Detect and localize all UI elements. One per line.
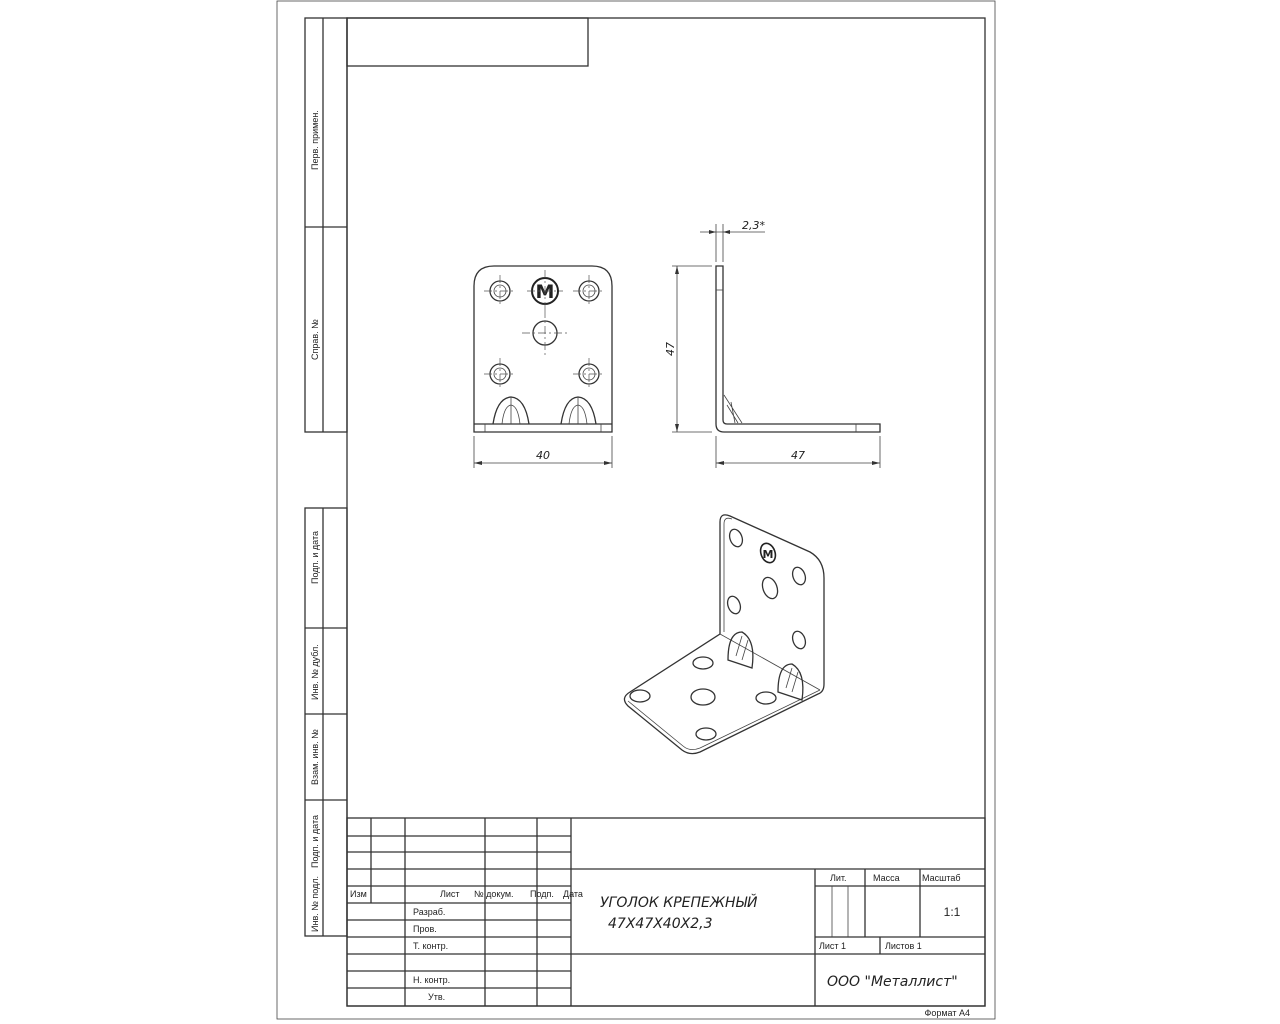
title-block: Изм Лист № докум. Подп. Дата Разраб. Про… — [346, 817, 986, 1018]
dim-width-side: 47 — [791, 449, 805, 462]
svg-text:M: M — [763, 548, 774, 561]
front-view: M 40 — [473, 265, 613, 468]
label-n-kontr: Н. контр. — [413, 975, 450, 985]
label-podp: Подп. — [530, 889, 554, 899]
label-t-kontr: Т. контр. — [413, 941, 448, 951]
dim-width-front: 40 — [536, 449, 550, 462]
strip-label: Взам. инв. № — [310, 729, 320, 785]
sheet-number: Лист 1 — [819, 941, 846, 951]
label-utv: Утв. — [428, 992, 445, 1002]
scale-value: 1:1 — [944, 905, 961, 919]
dim-thickness: 2,3* — [742, 219, 765, 232]
label-masshtab: Масштаб — [922, 873, 961, 883]
label-list: Лист — [440, 889, 460, 899]
label-prov: Пров. — [413, 924, 437, 934]
strip-label: Перв. примен. — [310, 110, 320, 170]
isometric-view: M — [623, 514, 825, 755]
rib — [560, 396, 597, 425]
drawing-frame — [346, 17, 986, 1007]
label-lit: Лит. — [830, 873, 847, 883]
left-strip-upper: Перв. примен. Справ. № — [304, 17, 348, 433]
logo-m-icon: M — [759, 542, 777, 564]
strip-label: Справ. № — [310, 319, 320, 360]
label-massa: Масса — [873, 873, 900, 883]
rib — [727, 631, 754, 669]
label-izm: Изм — [350, 889, 367, 899]
rib — [777, 663, 804, 701]
label-razrab: Разраб. — [413, 907, 445, 917]
side-view: 47 47 2,3* — [664, 219, 881, 468]
company-name: ООО "Металлист" — [827, 974, 958, 990]
strip-label: Инв. № подл. — [310, 876, 320, 932]
sheet-count: Листов 1 — [885, 941, 922, 951]
dim-height: 47 — [664, 342, 677, 356]
left-strip-lower: Подп. и дата Инв. № дубл. Взам. инв. № П… — [304, 507, 348, 937]
format-label: Формат А4 — [925, 1008, 970, 1018]
strip-label: Подп. и дата — [310, 531, 320, 584]
rib — [492, 396, 530, 425]
trim-border — [276, 0, 996, 1020]
strip-label: Подп. и дата — [310, 815, 320, 868]
label-no-dokum: № докум. — [474, 889, 514, 899]
document-designation: 47Х47Х40Х2,3 — [608, 916, 712, 932]
label-data: Дата — [563, 889, 583, 899]
strip-label: Инв. № дубл. — [310, 644, 320, 700]
document-title: УГОЛОК КРЕПЕЖНЫЙ — [600, 893, 758, 911]
top-left-box — [346, 17, 589, 67]
